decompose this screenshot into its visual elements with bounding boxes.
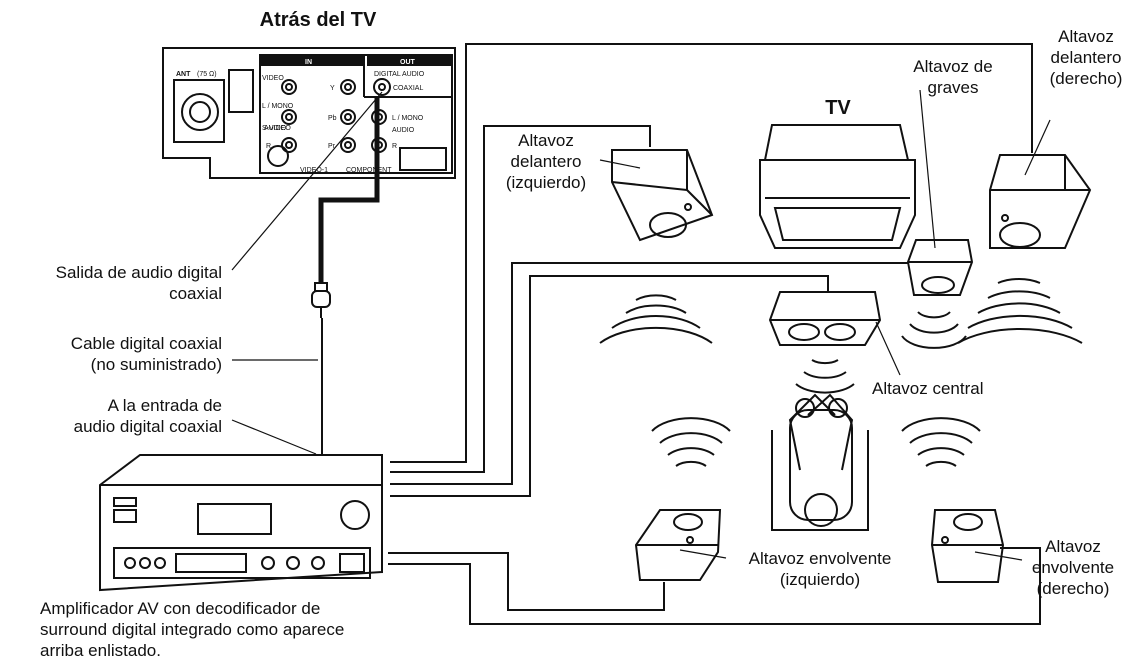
surround-left-speaker — [634, 509, 722, 581]
r-label: R — [266, 143, 271, 150]
wire-front-left — [390, 125, 651, 473]
out-r-label: R — [392, 143, 397, 150]
wire-surround-right — [388, 547, 1041, 625]
back-of-tv-title: Atrás del TV — [259, 9, 377, 31]
l-mono-label: L / MONO — [262, 103, 294, 110]
center-speaker — [768, 291, 882, 346]
video-label: VIDEO — [262, 75, 284, 82]
coaxial-out-jack — [373, 78, 391, 96]
surround-right-speaker — [930, 509, 1005, 583]
pb-label: Pb — [328, 115, 337, 122]
label-surround-left: Altavoz envolvente (izquierdo) — [748, 549, 892, 589]
coaxial-label: COAXIAL — [393, 85, 423, 92]
label-center: Altavoz central — [872, 379, 984, 398]
out-audio-label: AUDIO — [392, 127, 415, 134]
volume-knob — [340, 500, 370, 530]
front-left-speaker — [611, 149, 714, 242]
in-label: IN — [305, 59, 312, 66]
ant-ohm-label: (75 Ω) — [197, 71, 217, 78]
label-front-right: Altavoz delantero (derecho) — [1049, 27, 1123, 88]
front-right-speaker — [989, 154, 1092, 249]
y-label: Y — [330, 85, 335, 92]
wire-center — [390, 275, 829, 497]
label-entrada: A la entrada de audio digital coaxial — [73, 396, 222, 436]
ant-jack — [181, 93, 219, 131]
audio-label: AUDIO — [264, 125, 287, 132]
amp-display — [197, 503, 272, 535]
out-l-mono-label: L / MONO — [392, 115, 424, 122]
leader-lines — [231, 89, 1051, 561]
label-amplificador: Amplificador AV con decodificador de sur… — [40, 599, 345, 660]
tv-back-panel — [162, 47, 456, 179]
tv-label: TV — [825, 97, 851, 119]
label-surround-right: Altavoz envolvente (derecho) — [1031, 537, 1115, 598]
av-amplifier — [99, 454, 383, 592]
wire-surround-left — [388, 552, 665, 611]
subwoofer-speaker — [906, 239, 974, 296]
label-salida: Salida de audio digital coaxial — [55, 263, 222, 303]
tv — [759, 124, 916, 249]
wire-subwoofer — [390, 262, 908, 485]
wire-front-right — [390, 43, 1033, 463]
sound-waves — [599, 278, 1083, 467]
label-subwoofer: Altavoz de graves — [913, 57, 993, 97]
video1-label: VIDEO-1 — [300, 167, 328, 174]
out-label: OUT — [400, 59, 416, 66]
ant-jack-box — [173, 79, 225, 143]
cable-plug — [311, 282, 331, 318]
ant-label: ANT — [176, 71, 191, 78]
svideo-jack — [267, 145, 289, 167]
component-label: COMPONENT — [346, 167, 392, 174]
label-front-left: Altavoz delantero (izquierdo) — [505, 131, 587, 192]
svideo-label: S-VIDEO — [262, 125, 291, 132]
digital-audio-label: DIGITAL AUDIO — [374, 71, 425, 78]
label-cable: Cable digital coaxial (no suministrado) — [70, 334, 222, 374]
pr-label: Pr — [328, 143, 336, 150]
listener-chair — [771, 393, 869, 531]
